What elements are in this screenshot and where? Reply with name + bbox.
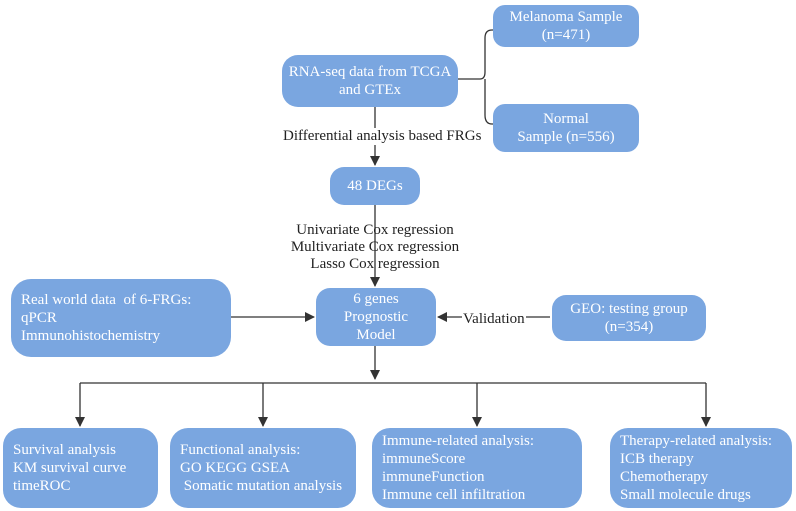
immune-line-2: immuneScore	[382, 451, 466, 467]
melanoma-line-2: (n=471)	[541, 27, 591, 43]
rnaseq-line-1: RNA-seq data from TCGA	[288, 64, 452, 80]
melanoma-sample-node: Melanoma Sample (n=471)	[493, 5, 639, 47]
functional-line-2: GO KEGG GSEA	[180, 460, 290, 476]
survival-line-2: KM survival curve	[13, 460, 127, 476]
immune-line-4: Immune cell infiltration	[382, 487, 526, 503]
prognostic-model-node: 6 genes Prognostic Model	[316, 288, 436, 346]
therapy-line-2: ICB therapy	[620, 451, 694, 467]
therapy-line-4: Small molecule drugs	[620, 487, 751, 503]
validation-label: Validation	[462, 311, 526, 328]
functional-line-1: Functional analysis:	[180, 442, 301, 458]
cox-line-2: Multivariate Cox regression	[290, 239, 460, 255]
model-line-2: Prognostic	[343, 309, 409, 325]
immune-line-1: Immune-related analysis:	[382, 433, 535, 449]
rnaseq-line-2: and GTEx	[338, 82, 402, 98]
geo-testing-node: GEO: testing group (n=354)	[552, 295, 706, 341]
cox-line-1: Univariate Cox regression	[296, 222, 454, 238]
normal-line-1: Normal	[543, 111, 589, 127]
therapy-line-1: Therapy-related analysis:	[620, 433, 773, 449]
cox-regression-label: Univariate Cox regression Multivariate C…	[282, 222, 468, 273]
geo-line-2: (n=354)	[604, 319, 654, 335]
survival-analysis-node: Survival analysis KM survival curve time…	[3, 428, 158, 508]
therapy-analysis-node: Therapy-related analysis: ICB therapy Ch…	[610, 428, 792, 508]
normal-line-2: Sample (n=556)	[517, 129, 615, 145]
realworld-line-2: qPCR	[21, 310, 57, 326]
degs-line-1: 48 DEGs	[347, 178, 403, 194]
immune-analysis-node: Immune-related analysis: immuneScore imm…	[372, 428, 582, 508]
immune-line-3: immuneFunction	[382, 469, 485, 485]
realworld-line-1: Real world data of 6-FRGs:	[21, 292, 192, 308]
differential-analysis-label: Differential analysis based FRGs	[283, 128, 482, 145]
survival-line-1: Survival analysis	[13, 442, 116, 458]
degs-node: 48 DEGs	[330, 167, 420, 205]
branch-line-normal	[484, 79, 500, 125]
cox-line-3: Lasso Cox regression	[310, 256, 440, 272]
rnaseq-node: RNA-seq data from TCGA and GTEx	[282, 55, 458, 107]
model-line-1: 6 genes	[353, 291, 399, 307]
functional-analysis-node: Functional analysis: GO KEGG GSEA Somati…	[170, 428, 356, 508]
geo-line-1: GEO: testing group	[570, 301, 688, 317]
survival-line-3: timeROC	[13, 478, 71, 494]
therapy-line-3: Chemotherapy	[620, 469, 709, 485]
normal-sample-node: Normal Sample (n=556)	[493, 104, 639, 152]
real-world-data-node: Real world data of 6-FRGs: qPCR Immunohi…	[11, 279, 231, 357]
realworld-line-3: Immunohistochemistry	[21, 328, 161, 344]
model-line-3: Model	[356, 327, 396, 343]
branch-line-melanoma	[455, 29, 500, 80]
functional-line-3: Somatic mutation analysis	[180, 478, 343, 494]
melanoma-line-1: Melanoma Sample	[509, 9, 623, 25]
